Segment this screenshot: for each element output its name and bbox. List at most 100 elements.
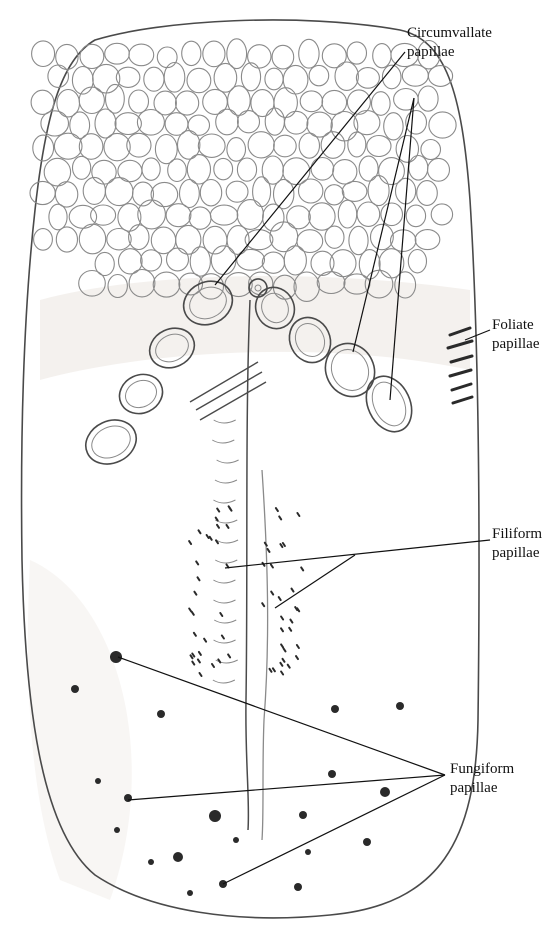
bump bbox=[118, 204, 141, 232]
bump bbox=[238, 111, 260, 133]
bump bbox=[274, 135, 297, 157]
bump bbox=[237, 158, 256, 181]
filiform-papilla bbox=[194, 633, 196, 636]
filiform-papilla bbox=[217, 509, 219, 512]
fungiform-papilla bbox=[294, 883, 302, 891]
filiform-papilla bbox=[281, 672, 283, 675]
bump bbox=[30, 181, 55, 204]
bump bbox=[262, 252, 284, 273]
ridge-mark bbox=[217, 460, 239, 463]
fold-mark bbox=[200, 382, 266, 420]
filiform-papilla bbox=[296, 656, 298, 659]
bump bbox=[299, 39, 319, 68]
bump bbox=[418, 86, 438, 111]
label-circumvallate-line2: papillae bbox=[407, 43, 492, 62]
label-filiform-line1: Filiform bbox=[492, 525, 542, 544]
label-foliate-papillae: Foliate papillae bbox=[492, 316, 539, 354]
filiform-papilla bbox=[204, 639, 206, 642]
bump bbox=[265, 68, 283, 90]
circumvallate-papilla bbox=[113, 367, 169, 420]
filiform-papilla bbox=[196, 561, 198, 564]
shaded-edge bbox=[28, 560, 132, 900]
label-filiform-papillae: Filiform papillae bbox=[492, 525, 542, 563]
bump bbox=[129, 90, 149, 113]
bump bbox=[325, 226, 344, 248]
bump bbox=[138, 200, 166, 229]
bump bbox=[272, 45, 294, 69]
bump bbox=[166, 204, 191, 227]
filiform-papilla bbox=[191, 655, 193, 658]
bump bbox=[309, 203, 335, 230]
ridge-mark bbox=[214, 620, 236, 623]
filiform-papilla bbox=[301, 567, 303, 570]
bump bbox=[429, 112, 456, 138]
filiform-papilla bbox=[217, 525, 219, 528]
bump bbox=[180, 180, 200, 208]
bump bbox=[203, 89, 228, 114]
filiform-papilla bbox=[199, 530, 201, 533]
filiform-papilla bbox=[297, 513, 299, 516]
filiform-papilla bbox=[276, 508, 278, 511]
bump bbox=[129, 44, 154, 66]
fungiform-papilla bbox=[396, 702, 404, 710]
leader-line bbox=[223, 775, 445, 884]
bump bbox=[182, 41, 201, 65]
bump bbox=[253, 177, 271, 207]
fungiform-papilla bbox=[173, 852, 183, 862]
filiform-papilla bbox=[189, 541, 191, 544]
filiform-papilla bbox=[228, 654, 230, 657]
filiform-papilla bbox=[198, 659, 200, 662]
fungiform-papilla bbox=[299, 811, 307, 819]
bump bbox=[283, 65, 308, 94]
bump bbox=[241, 63, 260, 91]
filiform-papilla bbox=[220, 613, 222, 616]
bump bbox=[73, 156, 91, 179]
label-fungiform-line2: papillae bbox=[450, 779, 514, 798]
filiform-papilla bbox=[230, 508, 232, 511]
bump bbox=[79, 224, 105, 254]
fungiform-papilla bbox=[187, 890, 193, 896]
bump bbox=[55, 182, 77, 207]
filiform-papilla bbox=[279, 516, 281, 519]
label-filiform-line2: papillae bbox=[492, 544, 542, 563]
bump bbox=[421, 140, 441, 160]
fungiform-papilla bbox=[114, 827, 120, 833]
foliate-fold bbox=[450, 370, 471, 376]
foliate-fold bbox=[452, 384, 471, 390]
bump bbox=[54, 133, 82, 159]
bump bbox=[299, 133, 319, 158]
ridge-mark bbox=[214, 640, 236, 643]
fungiform-papilla bbox=[157, 710, 165, 718]
ridge-mark bbox=[213, 680, 235, 683]
bump bbox=[357, 202, 380, 226]
bump bbox=[299, 179, 323, 203]
bump bbox=[151, 182, 178, 206]
bump bbox=[93, 64, 120, 93]
filiform-papilla bbox=[262, 603, 264, 606]
leader-lines bbox=[118, 52, 490, 884]
foliate-fold bbox=[453, 397, 472, 403]
filiform-papilla bbox=[212, 664, 214, 667]
leader-line bbox=[118, 657, 445, 775]
fungiform-papilla bbox=[363, 838, 371, 846]
bump bbox=[325, 185, 344, 205]
label-fungiform-papillae: Fungiform papillae bbox=[450, 760, 514, 798]
circumvallate-papilla bbox=[79, 412, 144, 472]
bump bbox=[348, 132, 366, 157]
ridge-mark bbox=[212, 440, 234, 443]
bump bbox=[248, 45, 271, 68]
ridge-mark bbox=[213, 580, 235, 583]
bump bbox=[335, 62, 358, 90]
filiform-papilla bbox=[194, 592, 196, 595]
bump bbox=[187, 68, 211, 92]
bump bbox=[237, 200, 263, 230]
bump bbox=[141, 250, 162, 271]
bump bbox=[34, 229, 53, 251]
ridge-mark bbox=[214, 420, 236, 423]
fungiform-papilla bbox=[148, 859, 154, 865]
bump bbox=[91, 205, 116, 225]
bump bbox=[190, 247, 210, 276]
filiform-papilla bbox=[222, 636, 224, 639]
fold-mark bbox=[196, 372, 262, 410]
label-foliate-line1: Foliate bbox=[492, 316, 539, 335]
